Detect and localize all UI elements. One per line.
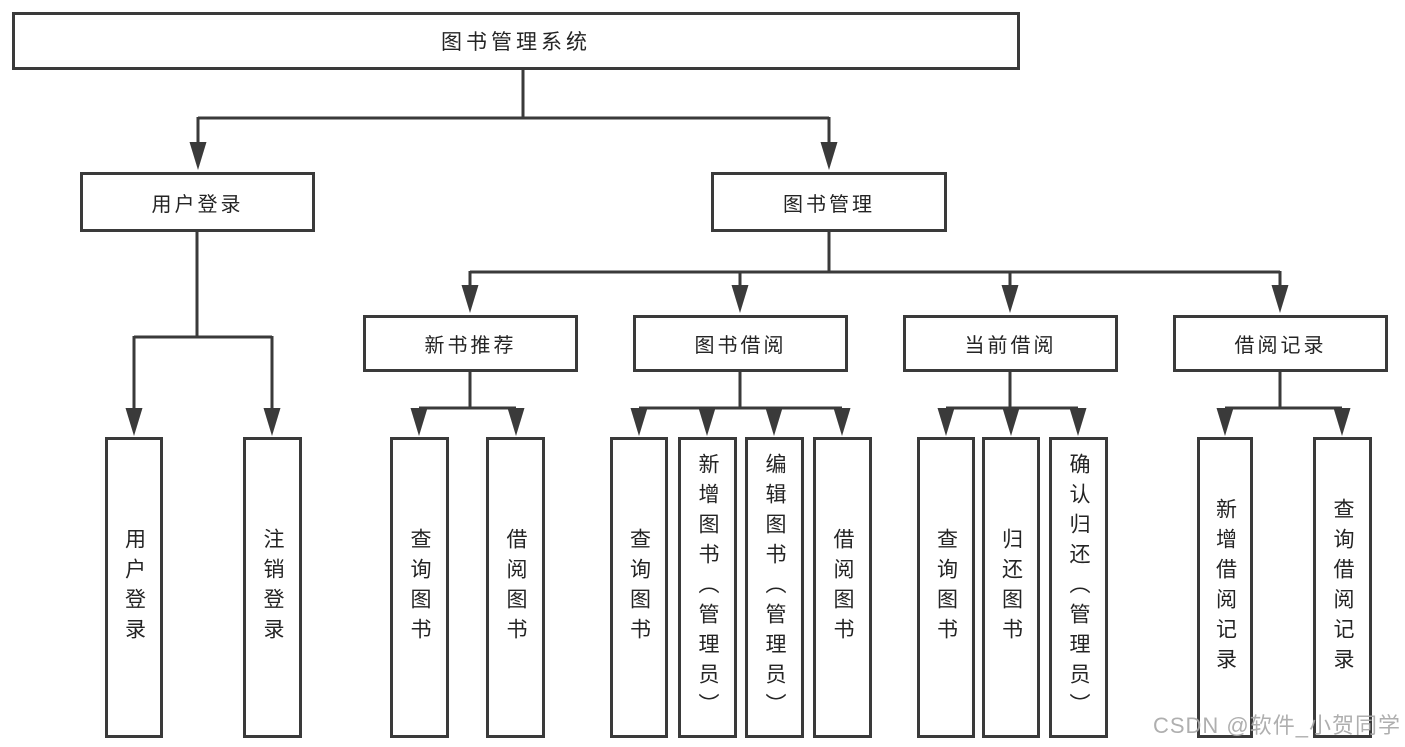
leaf-newbook-query-book: 查询图书 bbox=[390, 437, 449, 738]
node-new-book-recommend: 新书推荐 bbox=[363, 315, 578, 372]
node-borrow-record: 借阅记录 bbox=[1173, 315, 1388, 372]
connector-root-to-level2 bbox=[196, 69, 831, 145]
connector-userlogin-to-leaves bbox=[132, 231, 274, 411]
leaf-borrow-query-book: 查询图书 bbox=[610, 437, 668, 738]
node-book-borrow: 图书借阅 bbox=[633, 315, 848, 372]
leaf-logout: 注销登录 bbox=[243, 437, 302, 738]
leaf-query-borrow-record: 查询借阅记录 bbox=[1313, 437, 1372, 738]
connector-bookborrow-to-leaves bbox=[639, 371, 842, 410]
connector-bookmgmt-to-level3 bbox=[468, 231, 1282, 288]
node-book-management: 图书管理 bbox=[711, 172, 947, 232]
leaf-add-book-admin: 新增图书（管理员） bbox=[678, 437, 737, 738]
leaf-newbook-borrow-book: 借阅图书 bbox=[486, 437, 545, 738]
connector-newbook-to-leaves bbox=[419, 371, 516, 410]
leaf-return-book: 归还图书 bbox=[982, 437, 1040, 738]
arrowheads-leaves bbox=[410, 408, 1351, 436]
connector-currentborrow-to-leaves bbox=[946, 371, 1078, 410]
leaf-edit-book-admin: 编辑图书（管理员） bbox=[745, 437, 804, 738]
leaf-current-query-book: 查询图书 bbox=[917, 437, 975, 738]
arrowheads-level2 bbox=[189, 142, 838, 170]
leaf-user-login: 用户登录 bbox=[105, 437, 163, 738]
csdn-watermark: CSDN @软件_小贺同学 bbox=[1152, 713, 1401, 738]
leaf-confirm-return-admin: 确认归还（管理员） bbox=[1049, 437, 1108, 738]
connector-borrowrecord-to-leaves bbox=[1225, 371, 1342, 410]
node-user-login: 用户登录 bbox=[80, 172, 315, 232]
leaf-borrow-book: 借阅图书 bbox=[813, 437, 872, 738]
node-current-borrow: 当前借阅 bbox=[903, 315, 1118, 372]
arrowheads-userlogin-leaves bbox=[125, 408, 281, 436]
leaf-add-borrow-record: 新增借阅记录 bbox=[1197, 437, 1253, 738]
node-root-library-system: 图书管理系统 bbox=[12, 12, 1020, 70]
arrowheads-level3 bbox=[461, 285, 1289, 313]
